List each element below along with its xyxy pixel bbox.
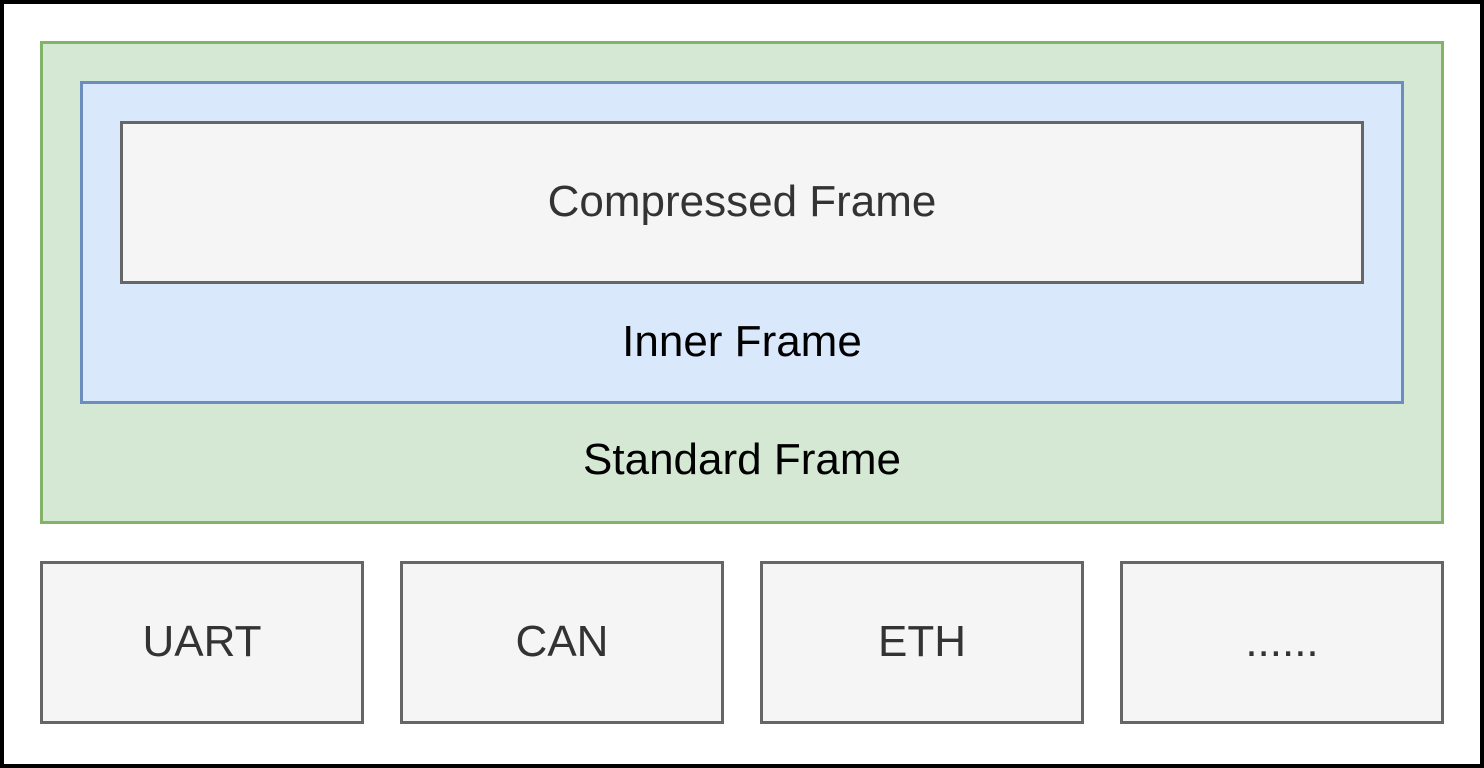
compressed-frame-box: Compressed Frame bbox=[120, 121, 1364, 284]
transport-label: ETH bbox=[878, 617, 966, 666]
transport-box-more: ...... bbox=[1120, 561, 1444, 724]
transport-label: ...... bbox=[1245, 617, 1319, 666]
compressed-frame-label: Compressed Frame bbox=[547, 177, 937, 226]
standard-frame-label: Standard Frame bbox=[583, 435, 901, 484]
transport-box-eth: ETH bbox=[760, 561, 1084, 724]
transport-label: UART bbox=[142, 617, 262, 666]
inner-frame-label: Inner Frame bbox=[622, 317, 862, 366]
transport-box-can: CAN bbox=[400, 561, 724, 724]
transport-box-uart: UART bbox=[40, 561, 364, 724]
transport-label: CAN bbox=[515, 617, 609, 666]
